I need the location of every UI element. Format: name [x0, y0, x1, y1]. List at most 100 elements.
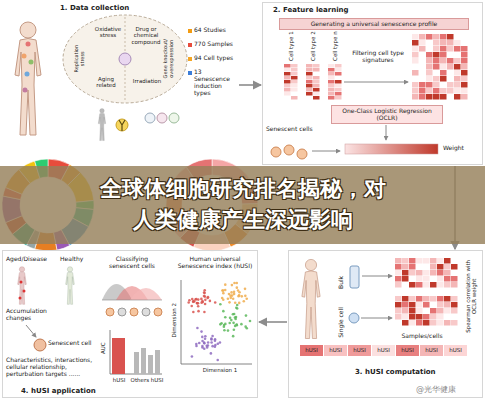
scatter-point — [187, 301, 190, 304]
organ-dot — [26, 42, 31, 47]
scatter-point — [222, 289, 225, 292]
stimulus-oval: Oxidative stressDrug or chemical compoun… — [62, 14, 188, 104]
heatmap-cell — [437, 296, 444, 302]
heatmap-cell — [313, 92, 320, 96]
cell-dot — [19, 297, 22, 300]
scatter-point — [242, 300, 245, 303]
panel-heading: 1. Data collection — [60, 4, 180, 12]
panel-heading: 3. hUSI computation — [355, 368, 465, 376]
heatmap-cell — [444, 282, 451, 288]
heatmap-cell — [433, 76, 440, 82]
scatter-plot — [187, 282, 251, 362]
scatter-point — [193, 300, 196, 303]
heatmap-cell — [419, 94, 426, 100]
heatmap-cell — [402, 276, 409, 282]
heatmap-cell — [426, 52, 433, 58]
scatter-point — [203, 289, 206, 292]
scatter-point — [232, 297, 235, 300]
heatmap-cell — [433, 70, 440, 76]
scatter-point — [188, 299, 191, 302]
group-label: Healthy — [60, 256, 96, 263]
heatmap-cell — [433, 94, 440, 100]
cell-type-label: Cell type n — [332, 31, 338, 61]
scatter-point — [192, 300, 195, 303]
heatmap-cell — [426, 58, 433, 64]
scatter-point — [219, 341, 222, 344]
heatmap-cell — [423, 296, 430, 302]
scatter-point — [228, 322, 231, 325]
scatter-point — [235, 323, 238, 326]
scatter-point — [230, 291, 233, 294]
heatmap-cell — [454, 82, 461, 88]
scatter-point — [201, 336, 204, 339]
heatmap-cell — [426, 64, 433, 70]
heatmap-cell — [440, 88, 447, 94]
cell-icon — [106, 308, 114, 316]
heatmap-cell — [395, 302, 402, 308]
heatmap-cell — [313, 68, 320, 72]
cell-icon — [119, 53, 131, 65]
scatter-point — [207, 344, 210, 347]
heatmap-cell — [433, 64, 440, 70]
scatter-point — [244, 288, 247, 291]
senescent-cell-icon — [34, 339, 46, 351]
scatter-point — [198, 342, 201, 345]
scatter-point — [238, 291, 241, 294]
category-text: Gene knockout/ overexpression — [163, 37, 175, 81]
body-figure — [302, 259, 320, 338]
heatmap-cell — [409, 296, 416, 302]
scatter-point — [222, 310, 225, 313]
index-cell — [372, 345, 395, 356]
heatmap-cell — [416, 282, 423, 288]
scatter-point — [236, 307, 239, 310]
heatmap-cell — [440, 70, 447, 76]
scatter-point — [214, 345, 217, 348]
heatmap-cell — [426, 94, 433, 100]
scatter-point — [233, 290, 236, 293]
scatter-point — [236, 324, 239, 327]
heatmap-cell — [433, 88, 440, 94]
category-text: Replication stress — [74, 37, 86, 81]
heatmap-cell — [335, 96, 342, 100]
cell-type-label: Cell type 2 — [310, 31, 316, 61]
heatmap-cell — [419, 70, 426, 76]
scatter-point — [240, 295, 243, 298]
cell-dot — [20, 281, 23, 284]
cell-icon — [130, 308, 138, 316]
oval-outline — [63, 15, 187, 103]
heatmap-cell — [328, 64, 335, 68]
heatmap-cell — [419, 82, 426, 88]
heatmap-cell — [454, 52, 461, 58]
chart-title: Human universal Senescence index (hUSI) — [176, 256, 254, 270]
heatmap-cell — [440, 82, 447, 88]
heatmap-cell — [395, 282, 402, 288]
flow-arrow — [362, 276, 392, 277]
heatmap-cell — [444, 270, 451, 276]
heatmap-cell — [447, 58, 454, 64]
note: Characteristics, interactions, cellular … — [6, 357, 98, 378]
index-cell-label: hUSI — [420, 347, 443, 353]
heatmap-cell — [306, 72, 313, 76]
heatmap-cell — [335, 80, 342, 84]
heatmap-cell — [412, 82, 419, 88]
scatter-point — [191, 355, 194, 358]
heatmap-cell — [444, 264, 451, 270]
scatter-point — [238, 294, 241, 297]
heatmap-cell — [454, 70, 461, 76]
scatter-point — [207, 296, 210, 299]
heatmap-cell — [437, 276, 444, 282]
heatmap-cell — [412, 40, 419, 46]
index-cell-label: hUSI — [444, 347, 467, 353]
heatmap-cell — [412, 88, 419, 94]
scatter-point — [196, 302, 199, 305]
heatmap-cell — [313, 64, 320, 68]
heatmap-cell — [402, 296, 409, 302]
heatmap-cell — [451, 264, 458, 270]
scatter-point — [211, 345, 214, 348]
heatmap-cell — [423, 302, 430, 308]
heatmap-cell — [426, 70, 433, 76]
heatmap-cell — [447, 34, 454, 40]
heatmap-cell — [423, 276, 430, 282]
scatter-point — [227, 298, 230, 301]
scatter-point — [224, 323, 227, 326]
